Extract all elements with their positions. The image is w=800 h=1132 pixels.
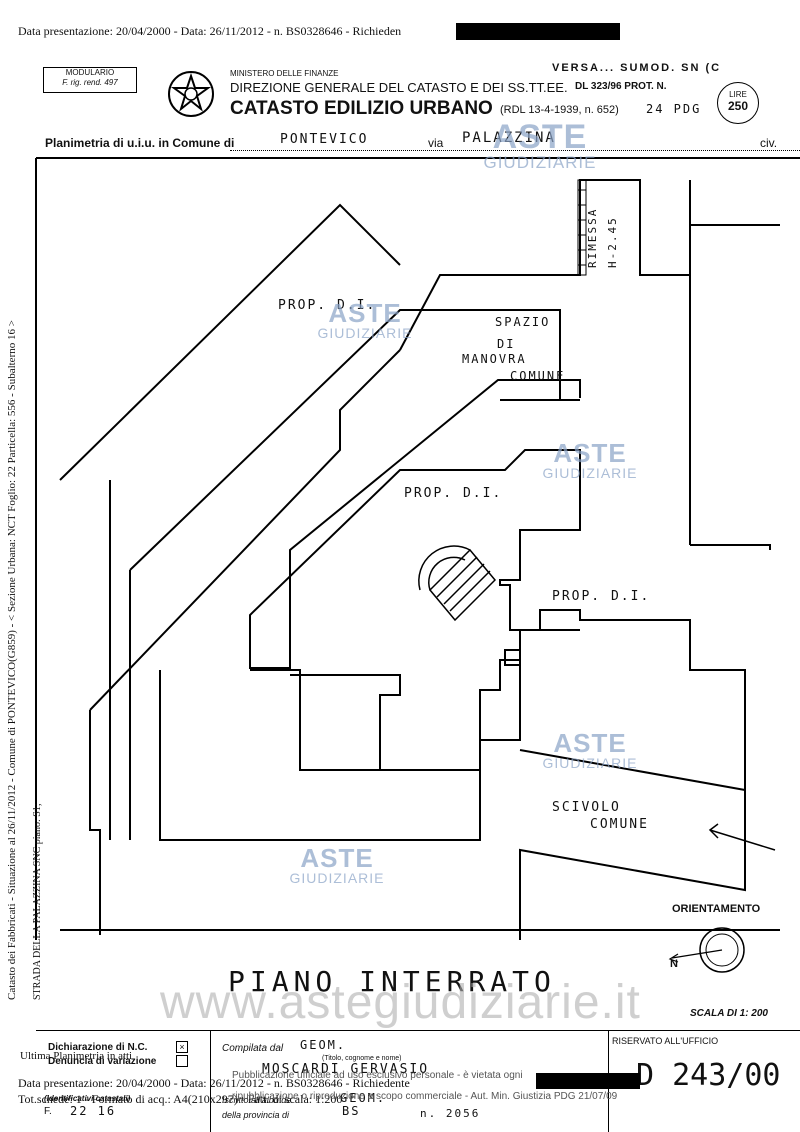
watermark-aste-2: ASTE xyxy=(328,298,402,328)
floor-title: PIANO INTERRATO xyxy=(228,965,556,998)
spazio-label-2: DI xyxy=(497,337,516,351)
room-label-prop-1: PROP. D.I. xyxy=(278,298,377,313)
law-ref: (RDL 13-4-1939, n. 652) xyxy=(500,104,619,116)
compilata-label: Compilata dal xyxy=(222,1043,284,1054)
room-label-prop-3: PROP. D.I. xyxy=(552,589,651,604)
scivolo-label-2: COMUNE xyxy=(590,817,649,832)
spazio-label-1: SPAZIO xyxy=(495,315,551,329)
prot-label: DL 323/96 PROT. N. xyxy=(575,81,667,92)
iscritto-label: Iscritto all'albo de xyxy=(222,1095,292,1105)
watermark-url: www.astegiudiziarie.it xyxy=(160,976,641,1029)
top-right-stamp: VERSA... SUMOD. SN (C xyxy=(552,62,722,74)
office-number: D 243/00 xyxy=(636,1058,781,1093)
floor-plan xyxy=(35,157,800,940)
via-value: PALAZZINA xyxy=(462,130,556,146)
surveyor-name: MOSCARDI GERVASIO xyxy=(262,1062,430,1077)
scale-label: SCALA DI 1: 200 xyxy=(690,1008,768,1019)
denuncia-label: Denuncia di variazione xyxy=(48,1056,157,1067)
orientamento-label: ORIENTAMENTO xyxy=(672,903,761,915)
dichiarazione-checkbox[interactable]: × xyxy=(176,1041,188,1053)
modulario-label: MODULARIO xyxy=(65,68,115,77)
spazio-label-3: MANOVRA xyxy=(462,352,527,366)
watermark-aste-5: ASTE xyxy=(300,843,374,873)
watermark-logo-2: ASTE GIUDIZIARIE xyxy=(300,300,430,340)
modulario-ref: F. rig. rend. 497 xyxy=(62,78,118,87)
provincia-value: BS xyxy=(342,1104,361,1118)
ultima-planimetria-label: Ultima Planimetria in atti xyxy=(20,1050,133,1062)
room-label-prop-2: PROP. D.I. xyxy=(404,486,503,501)
tot-schede-line: Tot.schede: 1 - Formato di acq.: A4(210x… xyxy=(18,1092,343,1106)
provincia-label: della provincia di xyxy=(222,1110,290,1120)
footer-rule xyxy=(36,1030,800,1031)
denuncia-checkbox[interactable] xyxy=(176,1055,188,1067)
compilata-value: GEOM. xyxy=(300,1038,347,1052)
watermark-aste-1: ASTE xyxy=(492,118,588,156)
modulario-box: MODULARIO F. rig. rend. 497 xyxy=(43,67,137,93)
redaction-bar xyxy=(456,23,620,40)
iscritto-value: GEOM. xyxy=(340,1091,387,1105)
pubblicazione-note: Pubblicazione ufficiale ad uso esclusivo… xyxy=(232,1070,523,1081)
side-address-info: STRADA DELLA PALAZZINA SNC piano: S1; xyxy=(32,803,43,1000)
watermark-giudiziarie-3: GIUDIZIARIE xyxy=(542,465,638,481)
page-title: CATASTO EDILIZIO URBANO xyxy=(230,98,493,119)
direction-label: DIREZIONE GENERALE DEL CATASTO E DEI SS.… xyxy=(230,80,568,95)
watermark-logo-5: ASTE GIUDIZIARIE xyxy=(272,845,402,885)
planimetria-underline xyxy=(230,150,800,151)
footer-divider-1 xyxy=(210,1030,211,1132)
data-presentazione-line: Data presentazione: 20/04/2000 - Data: 2… xyxy=(18,1076,410,1090)
watermark-logo-3: ASTE GIUDIZIARIE xyxy=(525,440,655,480)
watermark-aste-3: ASTE xyxy=(553,438,627,468)
planimetria-label: Planimetria di u.i.u. in Comune di xyxy=(45,136,235,150)
lire-value: 250 xyxy=(727,99,749,113)
titolo-note: (Titolo, cognome e nome) xyxy=(322,1055,402,1062)
lire-badge: LIRE 250 xyxy=(717,82,759,124)
foglio-label: F. xyxy=(44,1106,52,1117)
emblem-icon xyxy=(168,71,214,117)
compass-icon xyxy=(668,927,745,973)
watermark-aste-4: ASTE xyxy=(553,728,627,758)
comune-value: PONTEVICO xyxy=(280,132,369,147)
redaction-bar-bottom xyxy=(536,1073,640,1089)
civ-label: civ. xyxy=(760,136,778,150)
watermark-logo-4: ASTE GIUDIZIARIE xyxy=(525,730,655,770)
watermark-giudiziarie-1: GIUDIZIARIE xyxy=(483,153,597,172)
spazio-label-4: COMUNE xyxy=(510,369,566,383)
foglio-values: 22 16 xyxy=(70,1104,117,1118)
lire-label: LIRE xyxy=(729,90,747,99)
via-label: via xyxy=(428,136,444,150)
watermark-giudiziarie-5: GIUDIZIARIE xyxy=(289,870,385,886)
rimessa-text: RIMESSA xyxy=(586,207,599,268)
dichiarazione-label: Dichiarazione di N.C. xyxy=(48,1042,148,1053)
riservato-label: RISERVATO ALL'UFFICIO xyxy=(612,1036,719,1046)
watermark-giudiziarie-4: GIUDIZIARIE xyxy=(542,755,638,771)
presentation-line: Data presentazione: 20/04/2000 - Data: 2… xyxy=(18,24,402,38)
watermark-giudiziarie-2: GIUDIZIARIE xyxy=(317,325,413,341)
hand-note: 24 PDG xyxy=(646,102,702,116)
side-cadastral-info: Catasto dei Fabbricati - Situazione al 2… xyxy=(6,320,18,1000)
ripubblicazione-note: ripubblicazione o riproduzione a scopo c… xyxy=(232,1091,618,1102)
registration-number: n. 2056 xyxy=(420,1107,481,1120)
identificativi-label: (identificativi catastali) xyxy=(44,1094,131,1103)
rimessa-height: H-2.45 xyxy=(606,216,619,268)
watermark-logo-1: ASTE GIUDIZIARIE xyxy=(440,120,640,171)
north-label: N xyxy=(670,958,678,970)
ministry-label: MINISTERO DELLE FINANZE xyxy=(230,69,339,78)
scivolo-label-1: SCIVOLO xyxy=(552,800,621,815)
